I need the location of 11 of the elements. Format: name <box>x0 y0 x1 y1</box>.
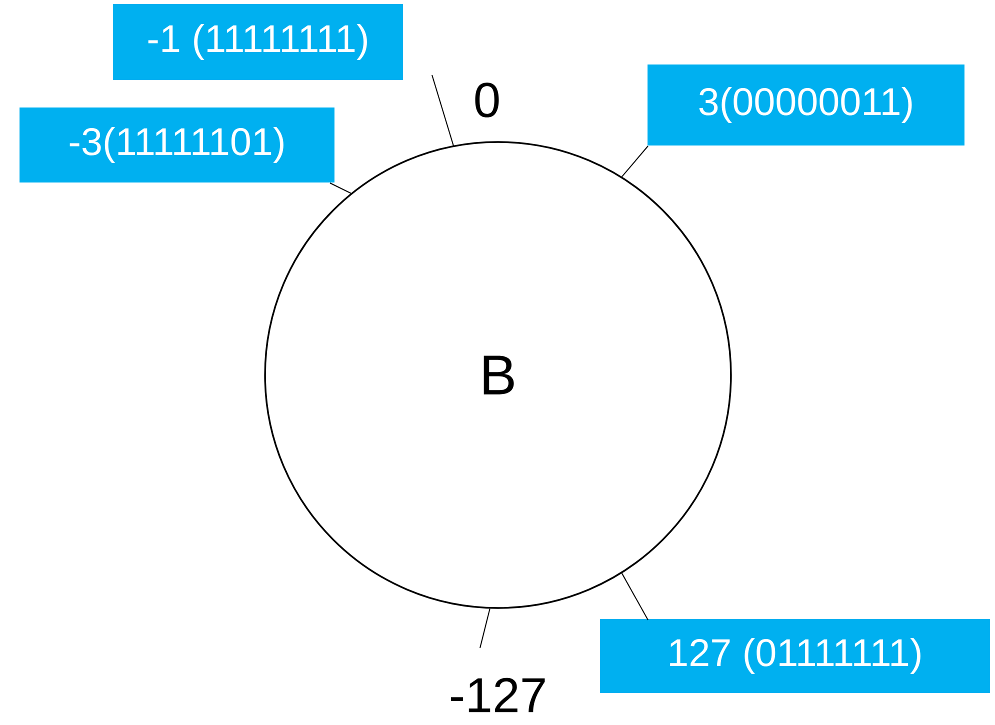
value-label: 0 <box>475 82 499 118</box>
leader-line <box>432 74 454 146</box>
value-box: 127 (01111111) <box>600 619 990 693</box>
leader-line <box>621 573 648 620</box>
value-box: -3(11111101) <box>20 108 334 182</box>
leader-line <box>622 146 648 178</box>
value-box: 3(00000011) <box>648 64 964 146</box>
value-box: -1 (11111111) <box>113 4 403 80</box>
value-label: -127 <box>450 678 545 712</box>
leader-line <box>480 608 490 648</box>
leader-line <box>330 182 352 194</box>
